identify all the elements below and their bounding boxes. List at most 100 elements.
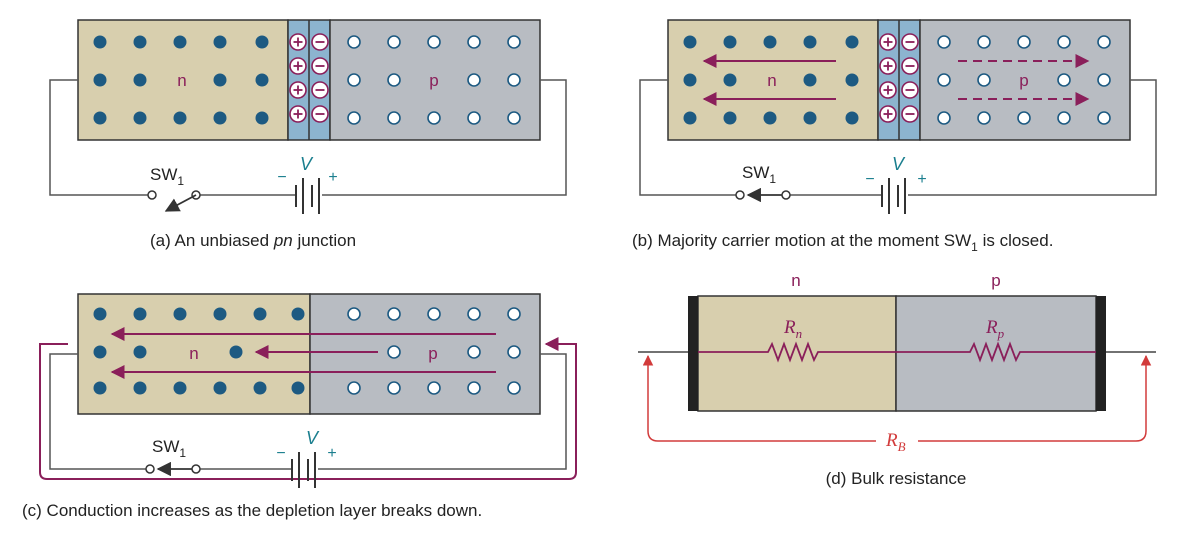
electron [213, 73, 227, 87]
switch-label: SW1 [742, 163, 776, 186]
wire [49, 353, 148, 470]
electron [803, 35, 817, 49]
hole [937, 111, 951, 125]
hole [1097, 73, 1111, 87]
hole [467, 381, 481, 395]
electron [229, 345, 243, 359]
switch-terminal [735, 190, 745, 200]
electron [255, 73, 269, 87]
hole [347, 381, 361, 395]
hole [467, 111, 481, 125]
hole [507, 307, 521, 321]
electron [291, 381, 305, 395]
caption-b: (b) Majority carrier motion at the momen… [632, 231, 1053, 254]
p-region [309, 293, 541, 415]
battery-plus: + [327, 445, 336, 462]
rp-resistor [896, 341, 1096, 363]
electron [93, 307, 107, 321]
electron [683, 35, 697, 49]
panel-b: n p SW1 V − + (b) Majority carrier motio… [632, 19, 1157, 254]
n-region [77, 293, 311, 415]
electron [93, 35, 107, 49]
hole [467, 35, 481, 49]
electron [213, 111, 227, 125]
hole [937, 35, 951, 49]
rp-label: Rp [985, 317, 1005, 341]
rb-label: RB [885, 430, 906, 454]
hole [977, 35, 991, 49]
hole [1057, 111, 1071, 125]
carriers [93, 33, 521, 125]
electron [173, 381, 187, 395]
electron [133, 111, 147, 125]
n-label: n [177, 71, 186, 90]
electron [723, 35, 737, 49]
battery-label: V [300, 154, 314, 174]
hole [1097, 111, 1111, 125]
hole [347, 73, 361, 87]
rn-resistor [698, 341, 896, 363]
switch-label: SW1 [152, 437, 186, 460]
battery [295, 178, 320, 214]
hole [507, 345, 521, 359]
hole [347, 35, 361, 49]
battery [881, 178, 906, 214]
switch-terminal [191, 464, 201, 474]
electron [803, 73, 817, 87]
battery-plus: + [328, 169, 337, 186]
electron [173, 111, 187, 125]
electron [255, 35, 269, 49]
battery-minus: − [277, 169, 286, 186]
p-label: p [1019, 71, 1028, 90]
n-label: n [791, 271, 800, 290]
electron [845, 35, 859, 49]
switch-terminal [147, 190, 157, 200]
hole [427, 35, 441, 49]
rb-bracket [918, 354, 1152, 442]
hole [1017, 35, 1031, 49]
wire [322, 79, 567, 196]
p-label: p [428, 344, 437, 363]
caption-c: (c) Conduction increases as the depletio… [22, 501, 482, 520]
hole [427, 381, 441, 395]
electron [133, 35, 147, 49]
electron [173, 307, 187, 321]
hole [387, 73, 401, 87]
hole [1097, 35, 1111, 49]
hole [1057, 73, 1071, 87]
electron [93, 345, 107, 359]
switch-terminal [781, 190, 791, 200]
hole [507, 35, 521, 49]
p-label: p [991, 271, 1000, 290]
caption-d: (d) Bulk resistance [826, 469, 967, 488]
hole [977, 111, 991, 125]
hole [507, 73, 521, 87]
electron [253, 381, 267, 395]
electron [683, 111, 697, 125]
electron [213, 35, 227, 49]
electron [173, 35, 187, 49]
hole [387, 35, 401, 49]
switch-lever-open [164, 194, 197, 212]
electron [93, 111, 107, 125]
electron [93, 73, 107, 87]
n-region [697, 295, 897, 412]
hole [507, 381, 521, 395]
electron [803, 111, 817, 125]
electron [133, 307, 147, 321]
wire [908, 79, 1157, 196]
hole [427, 111, 441, 125]
electron [253, 307, 267, 321]
electron [133, 345, 147, 359]
hole [467, 345, 481, 359]
rb-bracket [642, 354, 876, 442]
caption-a: (a) An unbiased pn junction [150, 231, 356, 250]
electron [133, 381, 147, 395]
rn-label: Rn [783, 317, 802, 341]
carriers [683, 33, 1111, 125]
electron [93, 381, 107, 395]
hole [387, 111, 401, 125]
battery-label: V [892, 154, 906, 174]
electron [213, 381, 227, 395]
switch-label: SW1 [150, 165, 184, 188]
